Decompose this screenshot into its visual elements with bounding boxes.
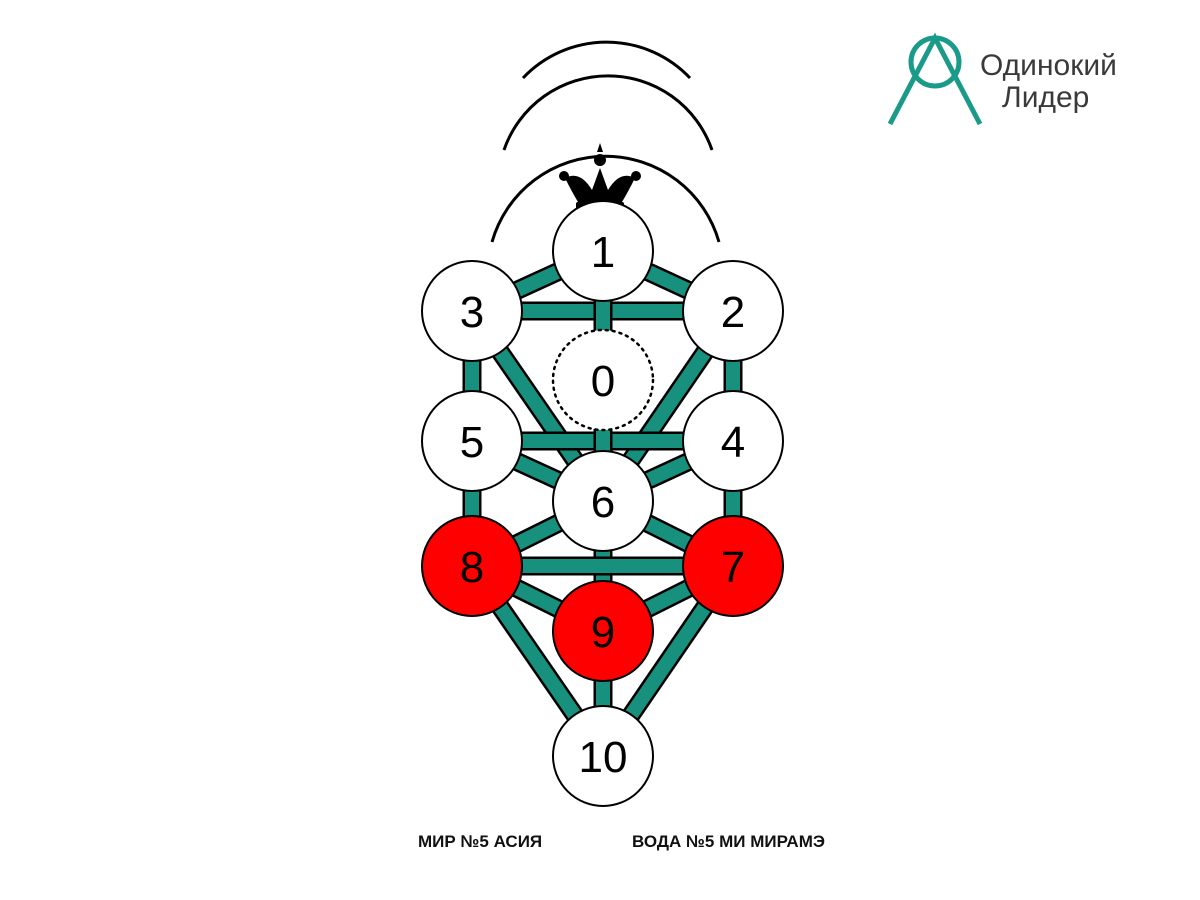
- node-5-circle: [421, 390, 523, 492]
- node-2-label: 2: [721, 288, 745, 337]
- node-1-circle: [552, 200, 654, 302]
- node-0-label: 0: [591, 357, 615, 406]
- crown-icon: [559, 143, 641, 210]
- node-9: 9: [552, 580, 654, 682]
- node-2: 2: [682, 260, 784, 362]
- node-7-label: 7: [721, 543, 745, 592]
- arc-inner: [490, 154, 721, 243]
- node-4-label: 4: [721, 418, 745, 467]
- node-0-circle: [551, 328, 655, 432]
- arc-outer: [521, 40, 692, 80]
- node-1-label: 1: [591, 228, 615, 277]
- nodes-layer: 1 2 3 0 4 5 6 7 8 9 10: [421, 200, 784, 807]
- logo: Одинокий Лидер: [887, 32, 1117, 126]
- node-2-circle: [682, 260, 784, 362]
- node-6-circle: [552, 450, 654, 552]
- node-0: 0: [551, 328, 655, 432]
- node-10: 10: [552, 705, 654, 807]
- logo-mark-icon: [887, 32, 983, 126]
- node-6: 6: [552, 450, 654, 552]
- node-3: 3: [421, 260, 523, 362]
- logo-line-1: Одинокий: [980, 49, 1117, 82]
- node-8-label: 8: [460, 543, 484, 592]
- node-9-circle: [552, 580, 654, 682]
- logo-line-2: Лидер: [1002, 81, 1089, 114]
- node-4-circle: [682, 390, 784, 492]
- node-5: 5: [421, 390, 523, 492]
- node-9-label: 9: [591, 608, 615, 657]
- node-4: 4: [682, 390, 784, 492]
- node-8: 8: [421, 515, 523, 617]
- node-8-circle: [421, 515, 523, 617]
- node-7-circle: [682, 515, 784, 617]
- arc-middle: [502, 74, 714, 151]
- caption-water: ВОДА №5 МИ МИРАМЭ: [632, 832, 825, 851]
- node-10-circle: [552, 705, 654, 807]
- radiance-arcs: [490, 40, 721, 243]
- node-5-label: 5: [460, 418, 484, 467]
- node-3-circle: [421, 260, 523, 362]
- node-6-label: 6: [591, 478, 615, 527]
- node-1: 1: [552, 200, 654, 302]
- node-10-label: 10: [579, 733, 628, 782]
- node-7: 7: [682, 515, 784, 617]
- node-3-label: 3: [460, 288, 484, 337]
- caption-world: МИР №5 АСИЯ: [418, 832, 543, 851]
